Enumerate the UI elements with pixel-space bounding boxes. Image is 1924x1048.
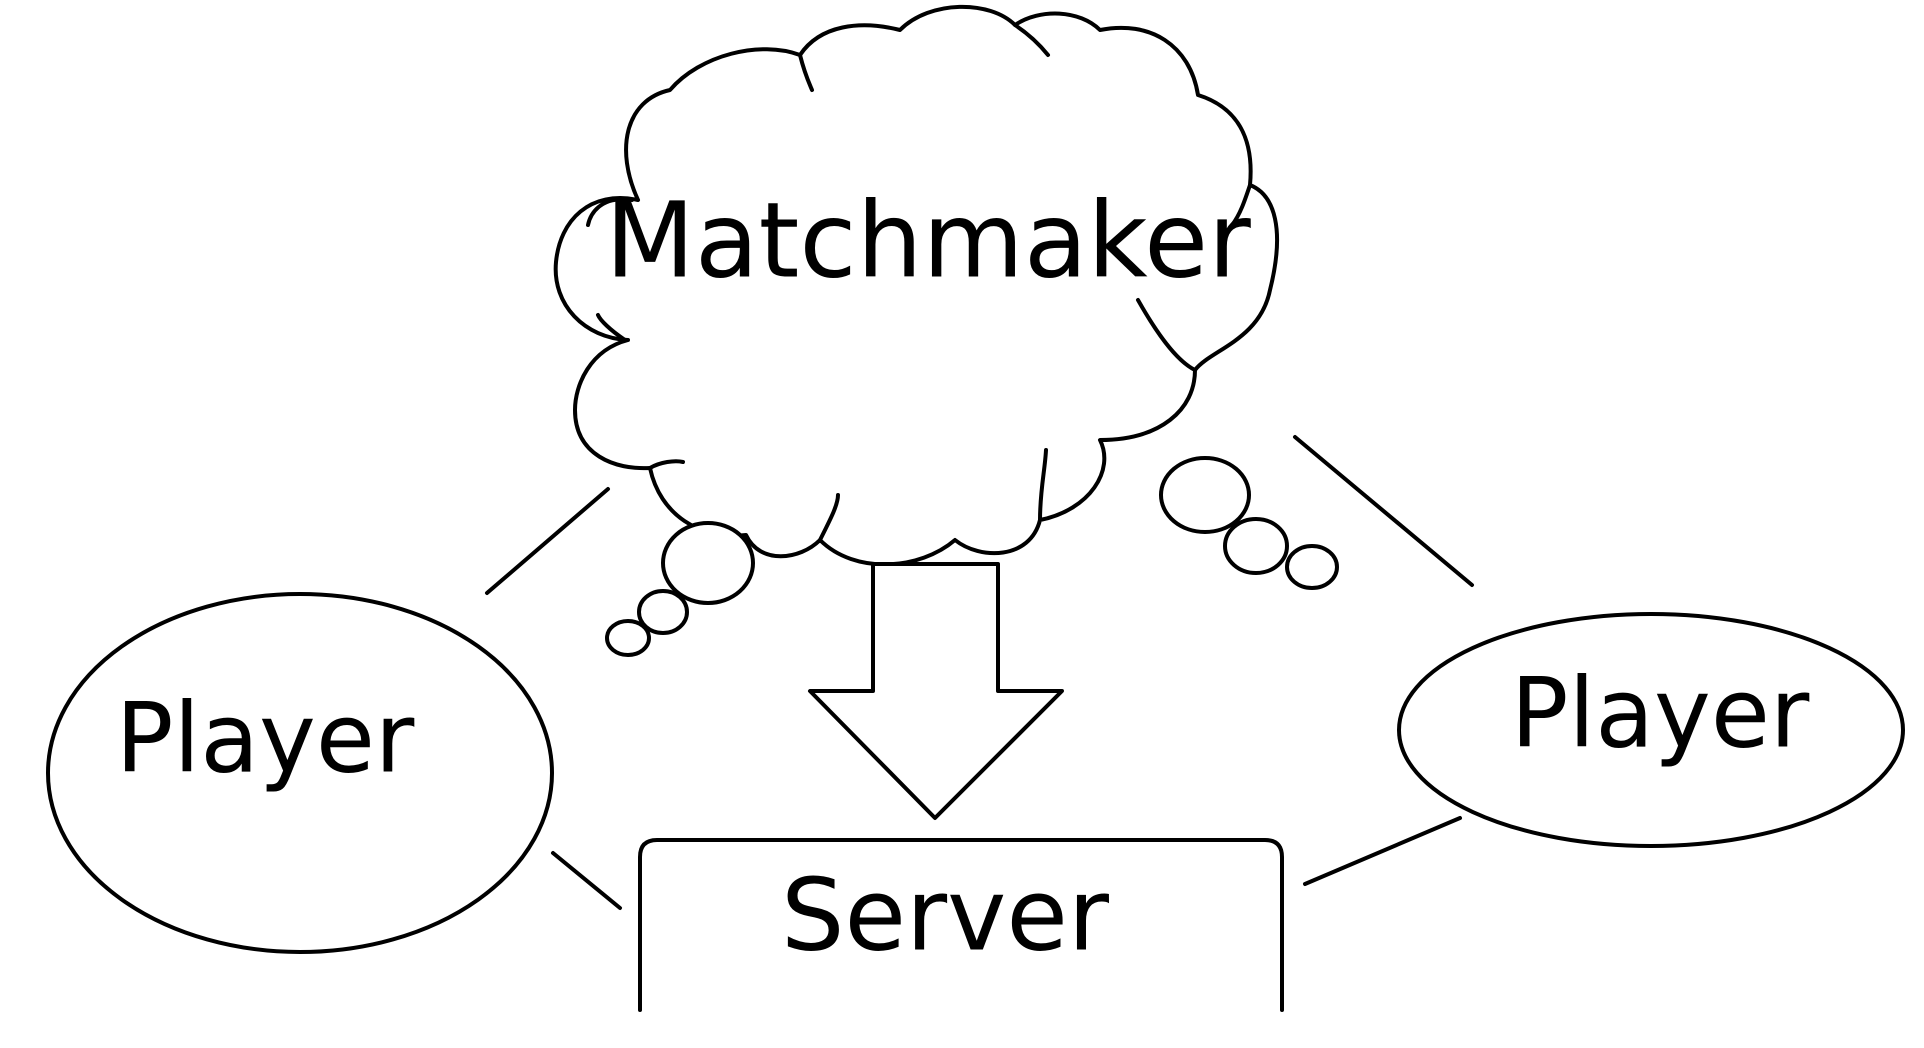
server-node[interactable]: Server (638, 838, 1284, 1012)
player-right-ellipse (1397, 612, 1905, 848)
server-label: Server (781, 856, 1110, 973)
matchmaker-cloud-outline (553, 4, 1280, 567)
connector-player-right-server (1303, 816, 1462, 886)
connector-matchmaker-player-right (1293, 435, 1474, 587)
player-right-label: Player (1511, 657, 1810, 769)
player-left-node[interactable]: Player (46, 592, 554, 954)
thought-bubbles-left (605, 521, 755, 657)
matchmaker-node[interactable]: Matchmaker (540, 0, 1310, 635)
matchmaker-to-server-arrow (808, 562, 1064, 820)
connector-player-left-server (551, 851, 622, 910)
player-right-node[interactable]: Player (1397, 612, 1905, 848)
player-left-label: Player (116, 682, 415, 794)
server-box (638, 838, 1284, 1012)
player-left-ellipse (46, 592, 554, 954)
thought-bubbles-right (1159, 456, 1339, 590)
connector-matchmaker-player-left (485, 487, 610, 595)
matchmaker-label: Matchmaker (605, 179, 1251, 301)
